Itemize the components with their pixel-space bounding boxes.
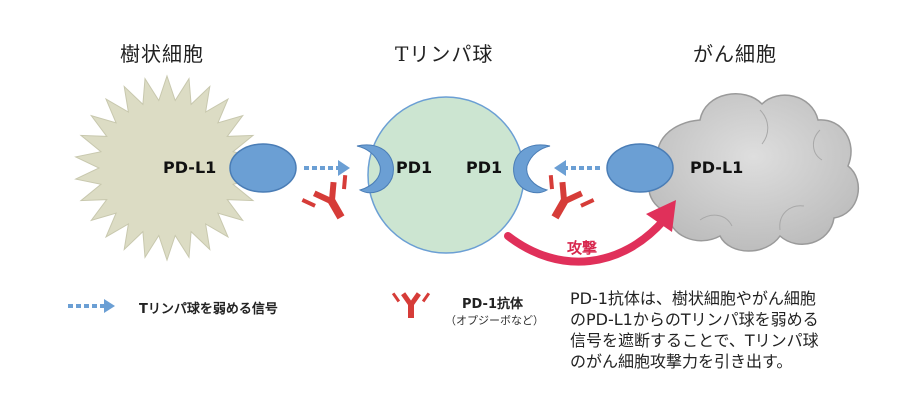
legend-antibody-icon bbox=[391, 292, 431, 318]
title-t-cell: Tリンパ球 bbox=[395, 42, 494, 66]
cancer-cell bbox=[647, 93, 860, 252]
pdl1-receptor-left bbox=[229, 143, 297, 193]
antibody-icon-right bbox=[548, 174, 595, 220]
description-line: のPD-L1からのTリンパ球を弱める bbox=[570, 310, 819, 329]
dendritic-cell bbox=[74, 74, 260, 262]
attack-arrow bbox=[504, 216, 668, 266]
arrow-head-left bbox=[338, 160, 350, 176]
label-pdl1-left: PD-L1 bbox=[163, 158, 217, 177]
legend-antibody-text: PD-1抗体 bbox=[462, 297, 524, 312]
legend-signal-text: Tリンパ球を弱める信号 bbox=[139, 302, 278, 317]
legend-arrow-head bbox=[104, 299, 115, 313]
label-pd1-left: PD1 bbox=[396, 158, 433, 177]
attack-label: 攻撃 bbox=[567, 239, 598, 257]
description-line: のがん細胞攻撃力を引き出す。 bbox=[570, 352, 793, 371]
description-line: 信号を遮断することで、Tリンパ球 bbox=[570, 331, 819, 350]
pd1-receptor-left bbox=[356, 144, 394, 194]
title-cancer-cell: がん細胞 bbox=[693, 42, 777, 66]
pd1-receptor-right bbox=[513, 144, 551, 194]
antibody-icon-left bbox=[301, 174, 348, 220]
description-line: PD-1抗体は、樹状細胞やがん細胞 bbox=[570, 289, 816, 308]
label-pd1-right: PD1 bbox=[466, 158, 503, 177]
label-pdl1-right: PD-L1 bbox=[690, 158, 744, 177]
legend-antibody-note: （オプジーボなど） bbox=[445, 314, 544, 327]
title-dendritic-cell: 樹状細胞 bbox=[120, 42, 204, 66]
attack-arrow-head bbox=[646, 200, 676, 232]
description-text: PD-1抗体は、樹状細胞やがん細胞 のPD-L1からのTリンパ球を弱める 信号を… bbox=[570, 288, 890, 372]
pdl1-receptor-right bbox=[606, 143, 674, 193]
arrow-head-right bbox=[554, 160, 566, 176]
